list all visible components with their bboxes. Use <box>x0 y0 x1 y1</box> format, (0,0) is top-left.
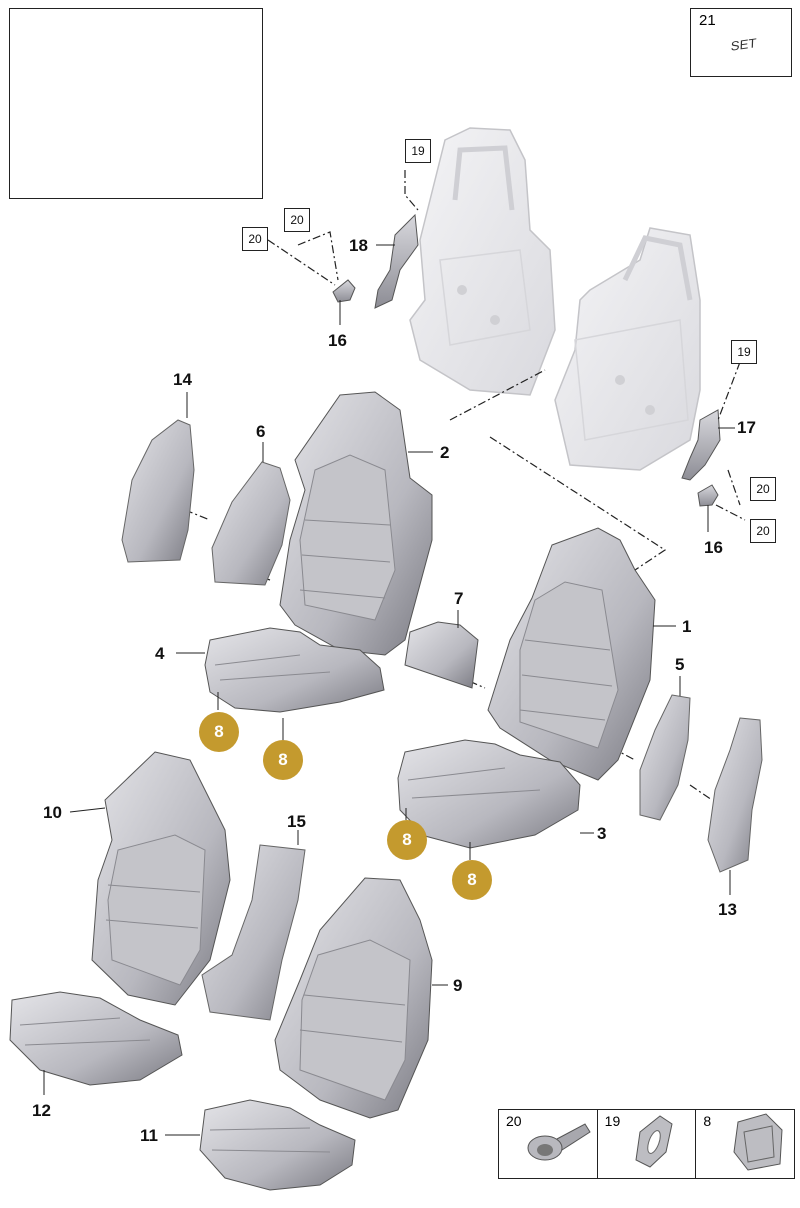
legend-number: 20 <box>506 1113 522 1129</box>
legend-number: 8 <box>703 1113 712 1129</box>
part-label-11: 11 <box>140 1126 158 1145</box>
clip-badge-8: 8 <box>452 860 492 900</box>
part-5-trim <box>639 694 691 821</box>
set-number: 21 <box>699 12 716 29</box>
clip-badge-8: 8 <box>263 740 303 780</box>
part-14-trim <box>121 419 195 563</box>
part-label-15: 15 <box>287 812 306 831</box>
legend-item-20: 20 <box>499 1110 598 1178</box>
part-9-backrest-cover <box>274 877 433 1119</box>
part-label-18: 18 <box>349 236 368 255</box>
part-6-trim <box>211 461 291 586</box>
clip-badge-8: 8 <box>199 712 239 752</box>
ref-box-20: 20 <box>284 208 310 232</box>
ref-box-20: 20 <box>750 519 776 543</box>
part-15-trim <box>201 844 306 1021</box>
part-10-backrest-cover <box>91 751 231 1006</box>
ref-box-20: 20 <box>242 227 268 251</box>
screw-16-left <box>332 279 356 303</box>
part-label-16: 16 <box>328 331 347 350</box>
part-label-10: 10 <box>43 803 62 822</box>
part-label-6: 6 <box>256 422 266 441</box>
part-13-trim <box>707 717 763 873</box>
ref-box-19: 19 <box>405 139 431 163</box>
part-label-9: 9 <box>453 976 463 995</box>
part-label-1: 1 <box>682 617 692 636</box>
part-label-14: 14 <box>173 370 192 389</box>
part-label-17: 17 <box>737 418 756 437</box>
vehicle-reference-box <box>9 8 263 199</box>
part-label-13: 13 <box>718 900 737 919</box>
part-1-backrest-cover <box>487 527 656 781</box>
set-box: 21 SET <box>690 8 792 77</box>
set-label: SET <box>730 35 757 54</box>
ref-box-19: 19 <box>731 340 757 364</box>
part-label-16: 16 <box>704 538 723 557</box>
bracket-17 <box>681 409 721 481</box>
part-label-7: 7 <box>454 589 464 608</box>
part-label-12: 12 <box>32 1101 51 1120</box>
part-label-5: 5 <box>675 655 685 674</box>
ref-box-20: 20 <box>750 477 776 501</box>
legend-item-8: 8 <box>696 1110 794 1178</box>
legend-item-19: 19 <box>598 1110 697 1178</box>
part-12-seat-cushion <box>9 991 183 1086</box>
seat-frame-left <box>409 127 556 396</box>
part-7-trim <box>404 621 479 689</box>
legend-number: 19 <box>604 1113 621 1129</box>
part-3-seat-cushion <box>397 739 581 849</box>
clip-badge-8: 8 <box>387 820 427 860</box>
part-11-seat-cushion <box>199 1099 356 1191</box>
seat-frame-right <box>554 227 701 471</box>
bracket-18 <box>374 213 419 309</box>
hardware-legend: 20 19 8 <box>498 1109 795 1179</box>
part-label-3: 3 <box>597 824 607 843</box>
part-2-backrest-cover <box>279 391 433 656</box>
part-4-seat-cushion <box>204 627 385 713</box>
part-label-4: 4 <box>155 644 165 663</box>
leader-lines <box>43 244 735 1136</box>
part-label-2: 2 <box>440 443 450 462</box>
screw-16-right <box>697 484 719 507</box>
